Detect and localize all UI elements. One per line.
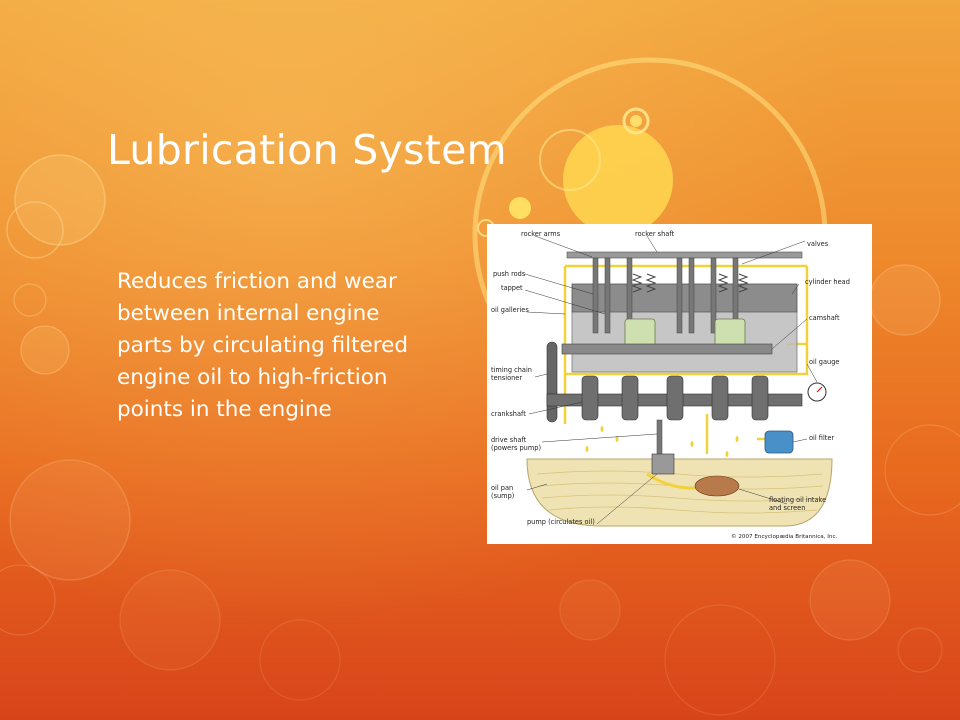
slide-title: Lubrication System [107,126,507,174]
oil-filter-shape [764,430,794,454]
label-tappet: tappet [501,284,523,292]
label-sump: (sump) [491,492,514,500]
floating-intake-shape [694,475,740,497]
label-rocker-shaft: rocker shaft [635,230,675,238]
label-crankshaft: crankshaft [491,410,526,418]
engine-diagram-illustration: rocker arms rocker shaft valves push rod… [491,230,850,540]
label-powers-pump: (powers pump) [491,444,541,452]
camshaft-shape [561,343,773,355]
lubrication-diagram: rocker arms rocker shaft valves push rod… [487,224,872,544]
label-rocker-arms: rocker arms [521,230,561,238]
label-drive-shaft: drive shaft [491,436,527,444]
label-floating-intake: floating oil intake [769,496,826,504]
label-push-rods: push rods [493,270,526,278]
label-oil-gauge: oil gauge [809,358,839,366]
pump-shape [651,453,675,475]
label-valves: valves [807,240,829,248]
label-pump: pump (circulates oil) [527,518,595,526]
label-camshaft: camshaft [809,314,840,322]
oil-pan-shape [526,458,833,527]
label-cylinder-head: cylinder head [805,278,850,286]
label-timing-chain: timing chain [491,366,532,374]
rocker-shaft-shape [566,251,803,259]
slide-body-text: Reduces friction and wear between intern… [117,269,409,422]
label-oil-galleries: oil galleries [491,306,529,314]
label-oil-filter: oil filter [809,434,834,442]
label-and-screen: and screen [769,504,805,512]
label-oil-pan: oil pan [491,484,513,492]
crankshaft-shape [546,375,803,421]
timing-chain-shape [546,341,558,423]
label-copyright: © 2007 Encyclopædia Britannica, Inc. [731,533,838,540]
label-tensioner: tensioner [491,374,522,382]
